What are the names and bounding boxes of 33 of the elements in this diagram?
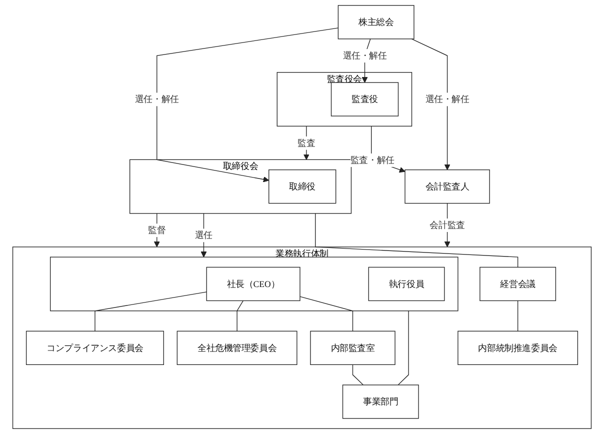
arrow [411, 38, 450, 170]
cluster [50, 256, 458, 312]
edge-label: 監査・解任 [350, 154, 394, 165]
node-box: 社長（CEO） [206, 266, 300, 302]
node-box: 執行役員 [368, 266, 445, 302]
connector [398, 310, 409, 386]
arrow [200, 213, 207, 258]
node-box: 内部統制推進委員会 [458, 330, 578, 365]
connector [236, 300, 244, 332]
node-box: 内部監査室 [310, 330, 396, 365]
arrow [156, 28, 339, 182]
node-box: 株主総会 [338, 5, 414, 40]
arrow [303, 126, 310, 160]
connector [300, 296, 354, 332]
connector [352, 364, 364, 386]
edge-label: 選任・解任 [425, 94, 470, 104]
edge-label: 選任 [194, 230, 213, 240]
node-box: 事業部門 [342, 384, 419, 419]
connector [94, 292, 207, 332]
node-box: コンプライアンス委員会 [26, 330, 164, 365]
node-box: 会計監査人 [404, 169, 490, 204]
node-box: 監査役 [330, 82, 399, 116]
edge-label: 監査 [298, 138, 316, 148]
edge-label: 選任・解任 [134, 94, 179, 104]
arrow [154, 213, 160, 248]
connector [517, 300, 518, 332]
edge-label: 選任・解任 [342, 50, 387, 61]
edge-label: 会計監査 [430, 220, 465, 230]
edge-label: 監督 [148, 224, 166, 236]
node-box: 全社危機管理委員会 [176, 330, 298, 365]
node-box: 取締役 [268, 169, 336, 204]
node-box: 経営会議 [480, 266, 556, 302]
connector [315, 213, 518, 268]
